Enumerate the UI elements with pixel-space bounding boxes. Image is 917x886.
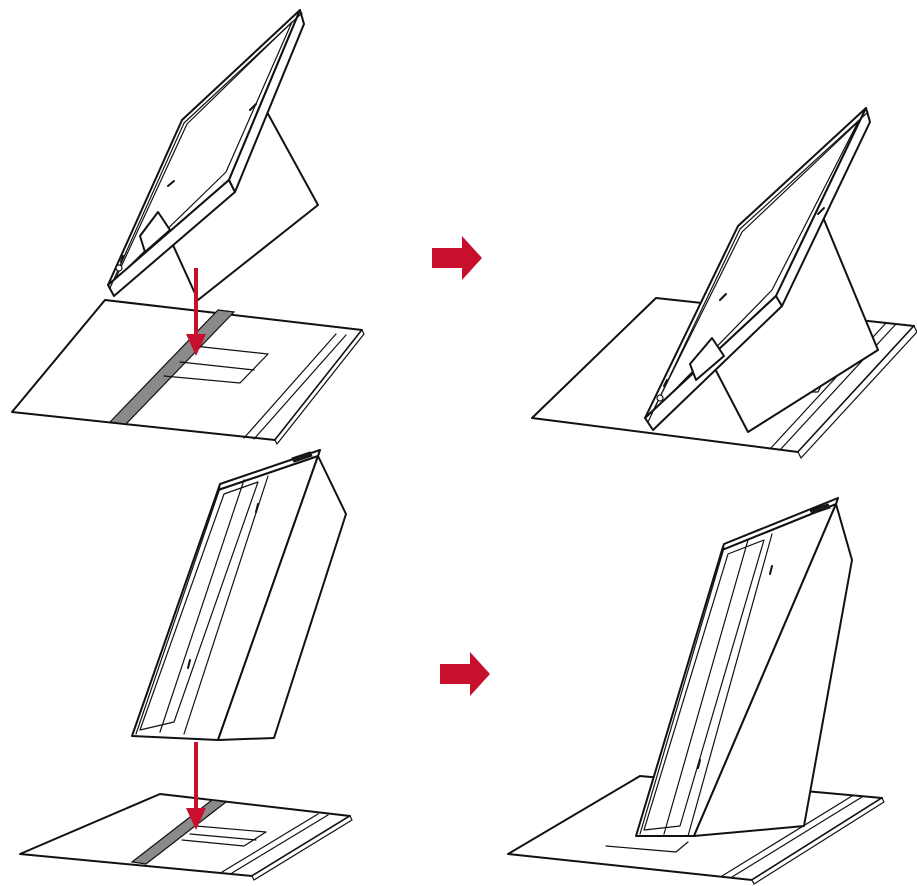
mat-groove: [130, 799, 228, 865]
landscape-mat: [11, 299, 365, 445]
landscape-monitor-mounted: [644, 107, 879, 433]
step-portrait-place: [19, 449, 353, 881]
step-landscape-place: [11, 9, 365, 445]
down-arrow-icon: [186, 268, 206, 356]
step-landscape-result: [531, 107, 917, 459]
portrait-mat: [19, 793, 353, 881]
step-portrait-result: [507, 497, 885, 885]
portrait-monitor: [131, 449, 347, 741]
right-arrow-icon: [432, 236, 482, 280]
right-arrow-icon: [440, 652, 490, 696]
landscape-monitor: [107, 9, 319, 301]
portrait-monitor-mounted: [635, 497, 853, 837]
down-arrow-icon: [186, 742, 206, 830]
